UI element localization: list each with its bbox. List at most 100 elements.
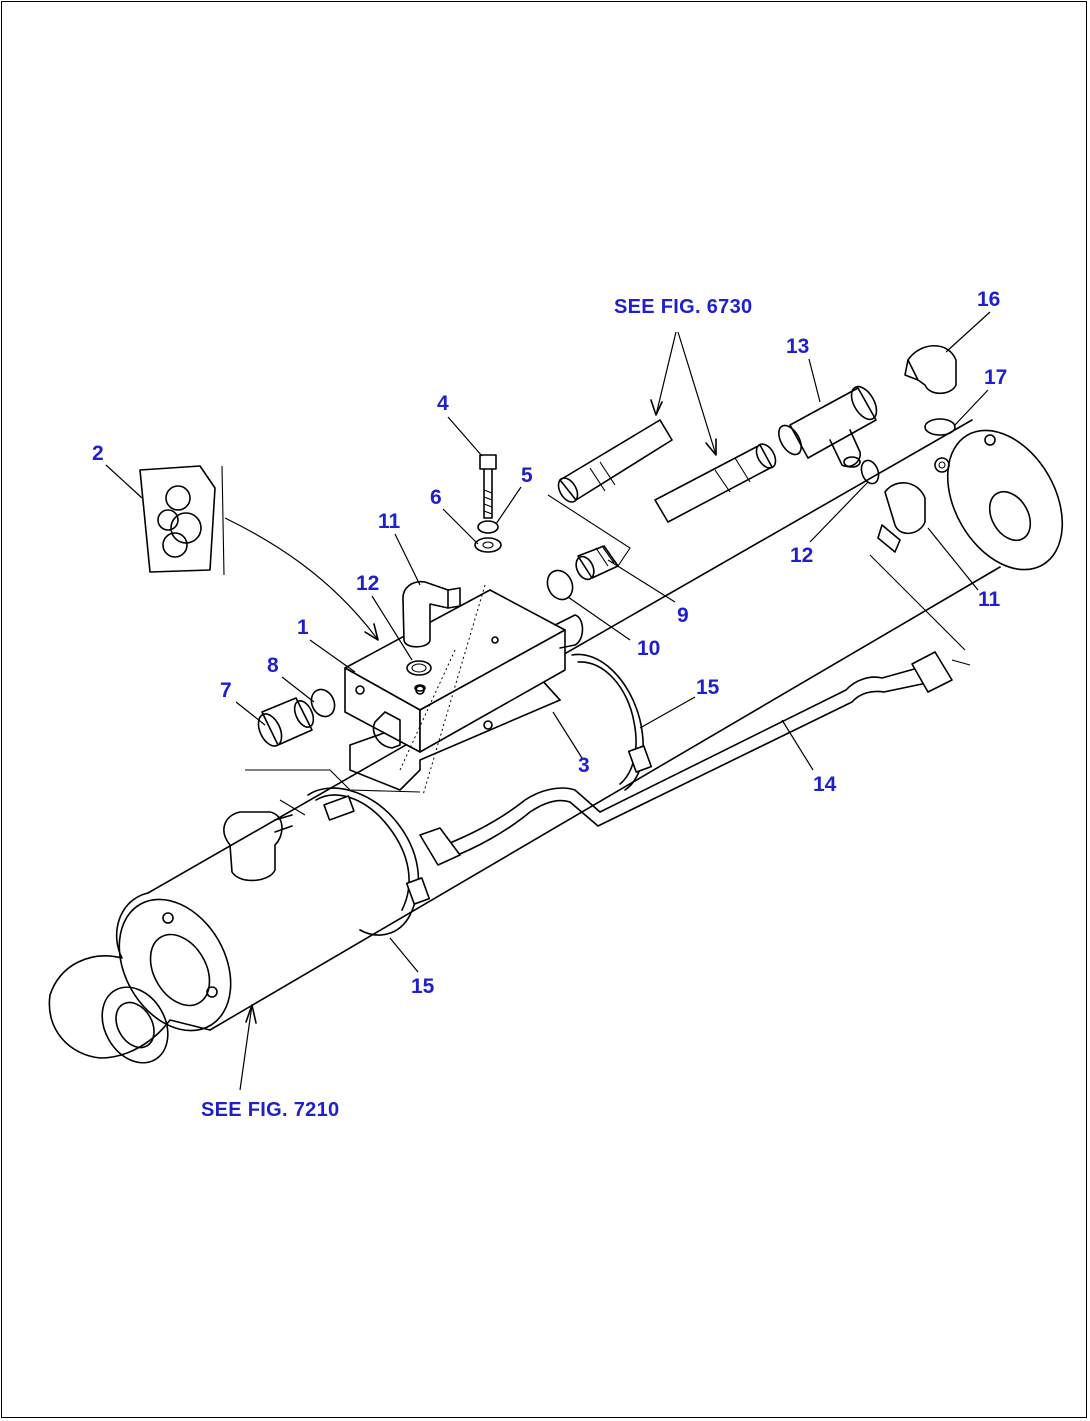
leader-15b bbox=[389, 937, 419, 973]
seal-kit bbox=[139, 465, 379, 641]
callout-5: 5 bbox=[521, 464, 533, 487]
assembly-thin-line bbox=[245, 769, 421, 793]
seal-ring bbox=[165, 485, 191, 511]
cylinder-far-cap bbox=[946, 429, 1064, 571]
flat-washer-hole bbox=[482, 541, 494, 549]
callout-3: 3 bbox=[578, 754, 590, 777]
callout-1: 1 bbox=[297, 616, 309, 639]
tee-branch-port bbox=[843, 456, 861, 468]
leader-9 bbox=[607, 559, 676, 603]
leader-2 bbox=[105, 464, 143, 499]
bolt-head bbox=[479, 454, 497, 470]
callout-17: 17 bbox=[984, 366, 1008, 389]
leader-15a bbox=[639, 696, 696, 729]
pipe-near-nut bbox=[419, 827, 461, 866]
leader-11a bbox=[394, 533, 421, 586]
leader-11b bbox=[927, 527, 979, 591]
adapter-thread-end bbox=[293, 700, 315, 728]
elbow-valve-nut bbox=[447, 587, 461, 609]
cylinder-elbow-thread bbox=[274, 814, 293, 833]
cylinder-bolt bbox=[984, 434, 996, 446]
leader-14 bbox=[781, 719, 814, 771]
assembly-dotted-line bbox=[422, 584, 486, 796]
o-ring-valve-inner bbox=[411, 663, 427, 673]
bracket-hole bbox=[483, 720, 493, 730]
head-bolt bbox=[162, 912, 174, 924]
hose-lower-fitting bbox=[714, 457, 751, 493]
callout-12: 12 bbox=[790, 544, 814, 567]
cylinder-eye-bore bbox=[115, 1001, 155, 1049]
elbow-11r-nut bbox=[877, 524, 901, 553]
callout-15: 15 bbox=[411, 975, 435, 998]
clamp-band-far bbox=[571, 653, 644, 791]
valve-port bbox=[355, 685, 365, 695]
cylinder-bottom-edge bbox=[209, 566, 1001, 1031]
pipe-far-nut bbox=[911, 651, 953, 693]
elbow-guide-line bbox=[869, 554, 966, 651]
clamp-band-near bbox=[307, 787, 420, 936]
clamp-band-far-clip bbox=[627, 745, 653, 773]
cylinder-bolt bbox=[934, 457, 950, 473]
leader-6 bbox=[442, 508, 479, 545]
elbow-16-nut bbox=[904, 359, 919, 381]
cylinder-head-boss bbox=[149, 933, 211, 1007]
clamp-band-far-inner bbox=[577, 661, 637, 785]
leader-12b bbox=[809, 481, 869, 543]
hose-upper-end bbox=[557, 477, 579, 503]
assembly-thin-line bbox=[279, 799, 306, 816]
bolt-shank bbox=[483, 468, 493, 519]
cylinder-head-outline bbox=[48, 892, 211, 1059]
o-ring-valve bbox=[406, 660, 432, 676]
hoses-reference bbox=[557, 331, 777, 523]
seal-ring bbox=[162, 532, 188, 558]
straight-fitting-face bbox=[575, 555, 595, 581]
callout-11: 11 bbox=[378, 510, 401, 533]
callout-14: 14 bbox=[813, 773, 837, 796]
o-ring-adapter bbox=[310, 688, 336, 718]
fig6730-arrowhead-1 bbox=[650, 399, 663, 416]
tee-fitting bbox=[778, 385, 878, 468]
callout-4: 4 bbox=[437, 392, 449, 415]
see-fig-7210-label: SEE FIG. 7210 bbox=[201, 1099, 340, 1121]
hose-lower-end bbox=[755, 443, 777, 469]
callout-2: 2 bbox=[92, 442, 104, 465]
leader-8 bbox=[281, 676, 315, 703]
elbow-16-body bbox=[907, 345, 957, 395]
leader-16 bbox=[945, 311, 991, 353]
tee-branch bbox=[829, 429, 861, 468]
valve-port-top bbox=[491, 636, 499, 644]
adapter-body bbox=[261, 697, 313, 746]
leader-1 bbox=[309, 639, 356, 673]
seal-kit-arrowhead bbox=[364, 623, 379, 641]
flat-washer bbox=[474, 537, 502, 553]
pipe-far-stub bbox=[951, 659, 971, 666]
straight-fitting-hex bbox=[595, 545, 615, 567]
leader-5 bbox=[495, 486, 522, 525]
elbow-valve-body bbox=[402, 580, 449, 648]
seal-ring bbox=[157, 509, 179, 531]
elbow-fitting-16 bbox=[904, 345, 957, 395]
fig7210-leader bbox=[239, 1004, 253, 1091]
clamp-band-clip bbox=[405, 877, 431, 905]
leader-7 bbox=[235, 701, 266, 726]
tee-thread-end bbox=[778, 424, 802, 456]
hose-lower bbox=[654, 444, 773, 523]
valve-block bbox=[344, 589, 584, 753]
o-ring-fitting bbox=[546, 569, 574, 601]
adapter-face bbox=[257, 713, 283, 747]
callout-leaders bbox=[105, 311, 991, 973]
hydraulic-cylinder bbox=[48, 419, 1064, 1091]
fig6730-arrowhead-2 bbox=[705, 438, 717, 456]
seal-kit-leader bbox=[224, 517, 379, 641]
leader-10 bbox=[567, 596, 631, 641]
clamp-band bbox=[307, 653, 653, 936]
pipe-assembly bbox=[419, 651, 971, 866]
seal-ring bbox=[170, 512, 202, 544]
pipe-lower-line bbox=[449, 683, 923, 859]
seal-kit-bracket-line bbox=[221, 465, 225, 576]
valve-side-fitting bbox=[554, 614, 584, 649]
leader-17 bbox=[953, 389, 989, 427]
spring-washer bbox=[477, 520, 499, 534]
